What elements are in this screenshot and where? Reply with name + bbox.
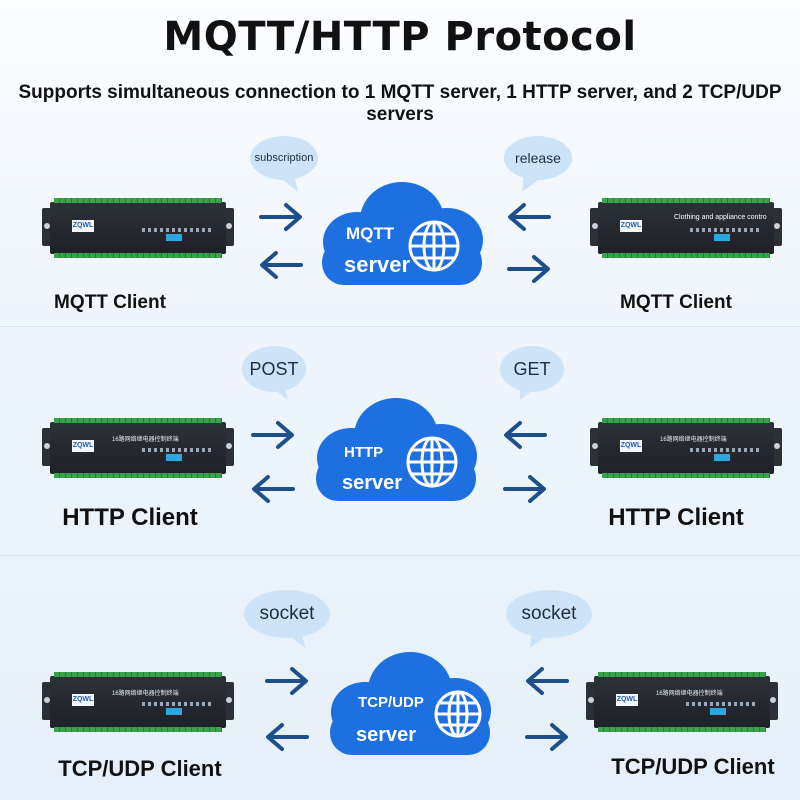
arrow-left-icon [508,203,551,231]
left-device: ZQWL 16路网络继电器控制终端 [42,672,234,732]
device-panel-label: 16路网络继电器控制终端 [656,691,723,697]
arrow-left-icon [266,723,309,751]
arrow-right-icon [525,723,568,751]
http-server-cloud: HTTP server [306,396,486,511]
server-label: server [356,724,417,746]
section-divider [0,326,800,327]
arrow-right-icon [259,203,302,231]
cloud-shape [316,398,477,501]
device-panel-label: 16路网络继电器控制终端 [660,437,727,443]
arrow-right-icon [251,421,294,449]
cloud-shape [330,652,491,755]
device-logo: ZQWL [616,694,638,706]
client-label: MQTT Client [620,292,732,313]
arrow-left-icon [504,421,547,449]
arrow-right-icon [503,475,546,503]
device-logo: ZQWL [72,694,94,706]
globe-icon [434,690,482,738]
device-logo: ZQWL [620,440,642,452]
tcp-udp-server-cloud: TCP/UDP server [320,650,500,765]
globe-icon [408,220,460,272]
globe-icon [406,436,458,488]
right-device: ZQWL Clothing and appliance contro [590,198,782,258]
left-device: ZQWL 16路网络继电器控制终端 [42,418,234,478]
device-logo: ZQWL [72,440,94,452]
client-label: HTTP Client [608,504,744,531]
arrow-right-icon [507,255,550,283]
right-device: ZQWL 16路网络继电器控制终端 [590,418,782,478]
client-label: TCP/UDP Client [58,756,222,781]
arrow-right-icon [265,667,308,695]
server-label: HTTP [344,444,384,461]
right-device: ZQWL 16路网络继电器控制终端 [586,672,778,732]
device-logo: ZQWL [620,220,642,232]
arrow-left-icon [526,667,569,695]
arrow-left-icon [260,251,303,279]
device-logo: ZQWL [72,220,94,232]
device-panel-label: 16路网络继电器控制终端 [112,691,179,697]
device-panel-label: 16路网络继电器控制终端 [112,437,179,443]
left-device: ZQWL [42,198,234,258]
mqtt-server-cloud: MQTT server [312,180,492,295]
client-label: MQTT Client [54,292,166,313]
page-subtitle: Supports simultaneous connection to 1 MQ… [18,82,782,125]
arrow-left-icon [252,475,295,503]
device-overlay-label: Clothing and appliance contro [674,214,767,221]
server-label: server [342,472,403,494]
client-label: TCP/UDP Client [611,754,775,779]
cloud-shape [322,182,483,285]
client-label: HTTP Client [62,504,198,531]
page-title: MQTT/HTTP Protocol [163,14,637,60]
server-label: TCP/UDP [358,694,424,711]
server-label: server [344,252,411,277]
section-divider [0,555,800,556]
server-label: MQTT [346,224,395,243]
